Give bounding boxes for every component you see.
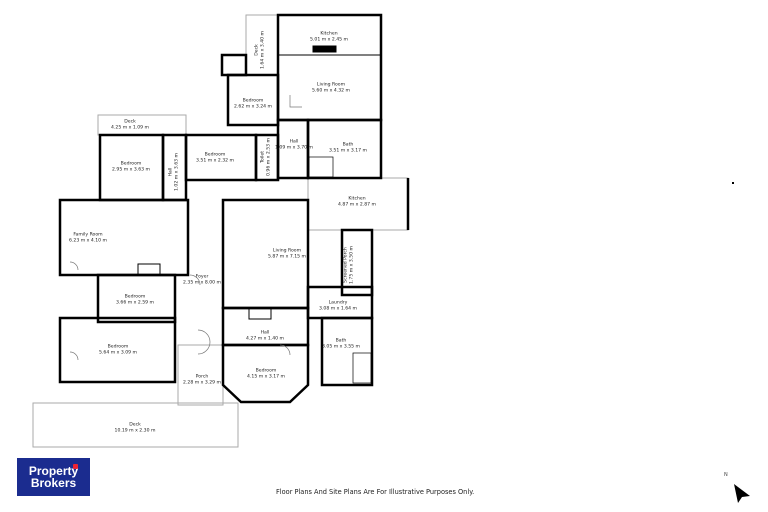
logo-line-2: Brokers	[30, 476, 77, 490]
north-arrow-icon	[734, 484, 750, 503]
north-label: N	[724, 472, 728, 478]
doors	[69, 95, 302, 361]
walls	[58, 13, 410, 404]
logo-line-1: Property	[28, 464, 79, 478]
brand-logo: Property Brokers	[17, 458, 90, 496]
disclaimer: Floor Plans And Site Plans Are For Illus…	[276, 488, 475, 496]
fixtures	[137, 45, 372, 384]
marker-dot	[732, 182, 734, 184]
